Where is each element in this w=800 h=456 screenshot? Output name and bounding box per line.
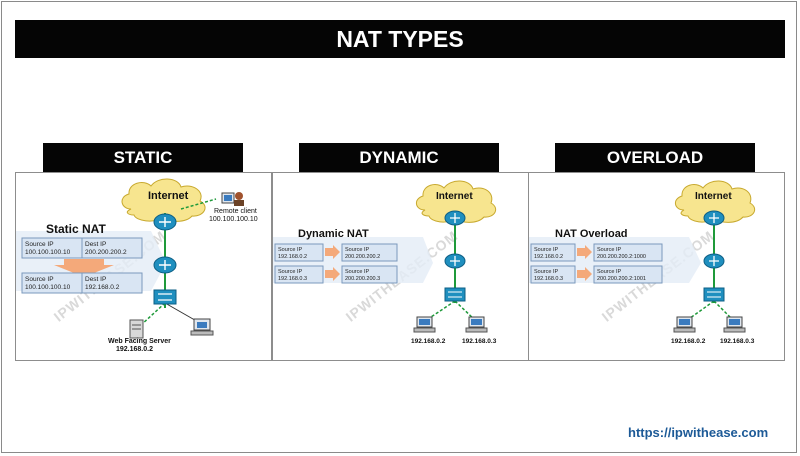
- cloud-icon: [675, 180, 756, 223]
- workstation-icon: [465, 316, 488, 333]
- switch-icon: [153, 289, 177, 305]
- row-src-value: 192.168.0.2: [534, 254, 563, 260]
- translation-row: Source IP 192.168.0.2 Source IP 200.200.…: [530, 243, 663, 262]
- row-src-label: Source IP: [278, 247, 302, 253]
- cloud-label: Internet: [148, 190, 189, 202]
- row-dst-value: 200.200.200.2: [85, 249, 127, 256]
- cloud-icon: [416, 180, 497, 223]
- static-nat-diagram: Internet: [16, 178, 258, 353]
- workstation-icon: [673, 316, 696, 333]
- row-src-label: Source IP: [534, 247, 558, 253]
- row-dst-value: 200.200.200.2:1001: [597, 276, 646, 282]
- server-icon: [129, 319, 144, 339]
- row-src-value: 192.168.0.3: [278, 276, 307, 282]
- workstation-icon: [413, 316, 436, 333]
- link: [685, 300, 715, 322]
- row-dst-value: 192.168.0.2: [85, 284, 120, 291]
- row-dst-label: Source IP: [597, 247, 621, 253]
- translation-row: Source IP 100.100.100.10 Dest IP 200.200…: [21, 237, 143, 259]
- remote-client-icon: [221, 192, 244, 206]
- router-icon: [703, 253, 725, 269]
- row-src-value: 192.168.0.2: [278, 254, 307, 260]
- router-icon: [153, 256, 177, 274]
- server-label: Web Facing Server: [108, 338, 171, 345]
- router-icon: [703, 210, 725, 226]
- switch-icon: [444, 287, 466, 302]
- host-right-ip: 192.168.0.3: [720, 338, 755, 345]
- section-heading-static: STATIC: [43, 143, 243, 172]
- translation-row: Source IP 192.168.0.3 Source IP 200.200.…: [530, 265, 663, 284]
- host-right-ip: 192.168.0.3: [462, 338, 497, 345]
- router-icon: [444, 253, 466, 269]
- row-dst-value: 200.200.200.2: [345, 254, 380, 260]
- row-src-value: 100.100.100.10: [25, 249, 71, 256]
- section-heading-dynamic: DYNAMIC: [299, 143, 499, 172]
- nat-label: Static NAT: [46, 222, 106, 236]
- translation-row: Source IP 100.100.100.10 Dest IP 192.168…: [21, 272, 143, 294]
- row-dst-label: Dest IP: [85, 241, 106, 248]
- router-icon: [153, 213, 177, 231]
- link: [140, 302, 166, 326]
- row-dst-value: 200.200.200.3: [345, 276, 380, 282]
- static-nat-panel: IPWITHEASE.COM Internet: [15, 172, 272, 361]
- nat-label: Dynamic NAT: [298, 228, 369, 240]
- host-left-ip: 192.168.0.2: [671, 338, 706, 345]
- footer-url[interactable]: https://ipwithease.com: [628, 425, 769, 440]
- dynamic-nat-diagram: Internet 192.168.0.2 192.168.0.3 Dynami: [273, 180, 497, 345]
- translation-arrow: [54, 259, 114, 277]
- dynamic-nat-panel: IPWITHEASE.COM Internet: [272, 172, 529, 361]
- host-left-ip: 192.168.0.2: [411, 338, 446, 345]
- row-dst-label: Source IP: [345, 269, 369, 275]
- row-src-value: 100.100.100.10: [25, 284, 71, 291]
- row-src-label: Source IP: [25, 241, 54, 248]
- section-heading-overload: OVERLOAD: [555, 143, 755, 172]
- row-src-label: Source IP: [278, 269, 302, 275]
- row-src-value: 192.168.0.3: [534, 276, 563, 282]
- remote-client-label: Remote client: [214, 208, 257, 215]
- row-dst-label: Dest IP: [85, 276, 106, 283]
- row-dst-label: Source IP: [345, 247, 369, 253]
- row-dst-value: 200.200.200.2:1000: [597, 254, 646, 260]
- router-icon: [444, 210, 466, 226]
- overload-nat-panel: IPWITHEASE.COM Internet: [528, 172, 785, 361]
- nat-label: NAT Overload: [555, 228, 628, 240]
- translation-row: Source IP 192.168.0.2 Source IP 200.200.…: [274, 243, 398, 262]
- cloud-label: Internet: [695, 191, 732, 202]
- cloud-label: Internet: [436, 191, 473, 202]
- link: [180, 198, 217, 210]
- cloud-icon: [121, 178, 206, 222]
- switch-icon: [703, 287, 725, 302]
- page-title: NAT TYPES: [15, 20, 785, 58]
- workstation-icon: [723, 316, 746, 333]
- overload-nat-diagram: Internet 192.168.0.2 192.168.0.3 NAT Ov: [529, 180, 756, 345]
- translation-row: Source IP 192.168.0.3 Source IP 200.200.…: [274, 265, 398, 284]
- server-ip: 192.168.0.2: [116, 346, 153, 353]
- workstation-icon: [190, 318, 214, 336]
- remote-client-ip: 100.100.100.10: [209, 216, 258, 223]
- row-dst-label: Source IP: [597, 269, 621, 275]
- row-src-label: Source IP: [25, 276, 54, 283]
- row-src-label: Source IP: [534, 269, 558, 275]
